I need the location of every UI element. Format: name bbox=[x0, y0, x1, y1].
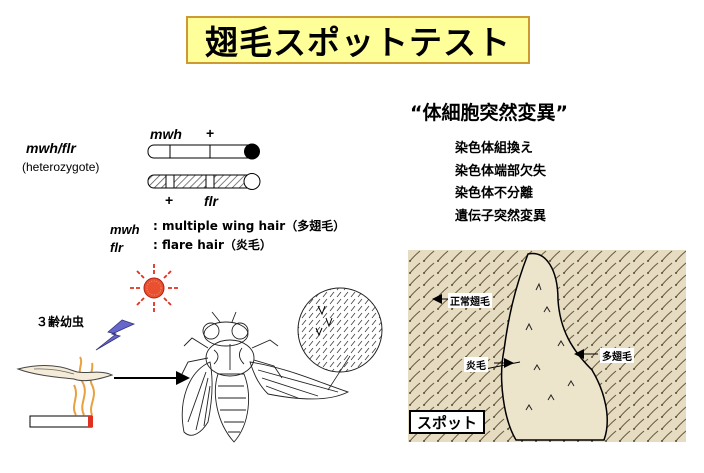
arrow-flare bbox=[494, 358, 514, 368]
arrow-normal bbox=[432, 294, 448, 304]
larva-illustration bbox=[16, 356, 114, 428]
photo-label-normal: 正常翅毛 bbox=[448, 293, 492, 308]
photo-label-flare: 炎毛 bbox=[464, 357, 488, 372]
chromosome-bottom-plus: + bbox=[165, 192, 174, 208]
mutation-item: 遺伝子突然変異 bbox=[455, 208, 547, 224]
larva-label: ３齢幼虫 bbox=[36, 315, 85, 329]
sun-icon bbox=[130, 264, 178, 312]
chromosome-top-plus: + bbox=[206, 125, 215, 141]
legend-desc-mwh: : multiple wing hair（多翅毛） bbox=[153, 219, 346, 233]
genotype-note: (heterozygote) bbox=[22, 160, 100, 174]
legend-desc-flr: : flare hair（炎毛） bbox=[153, 238, 272, 252]
chromosome-bottom bbox=[147, 173, 261, 190]
chromosome-top bbox=[147, 143, 260, 160]
genotype-label: mwh/flr bbox=[26, 140, 76, 156]
mutation-item: 染色体不分離 bbox=[455, 186, 534, 201]
chromosome-bottom-gene: flr bbox=[204, 193, 218, 209]
mutation-list: 染色体組換え 染色体端部欠失 染色体不分離 遺伝子突然変異 bbox=[455, 138, 546, 228]
legend-gene-mwh: mwh bbox=[110, 222, 140, 237]
arrow-to-fly bbox=[114, 371, 190, 385]
photo-label-multiple: 多翅毛 bbox=[600, 348, 634, 363]
chromosome-top-gene: mwh bbox=[150, 126, 182, 142]
page-title: 翅毛スポットテスト bbox=[186, 16, 530, 64]
photo-label-spot: スポット bbox=[409, 410, 485, 434]
chromosome-diagram bbox=[147, 143, 261, 190]
magnified-wing-circle bbox=[297, 287, 383, 373]
arrow-multiple bbox=[574, 349, 598, 359]
mutation-item: 染色体端部欠失 bbox=[455, 163, 547, 179]
mutation-heading: “体細胞突然変異” bbox=[410, 102, 568, 124]
lightning-icon bbox=[95, 319, 136, 351]
mutation-item: 染色体組換え bbox=[455, 141, 534, 156]
legend-gene-flr: flr bbox=[110, 240, 123, 255]
